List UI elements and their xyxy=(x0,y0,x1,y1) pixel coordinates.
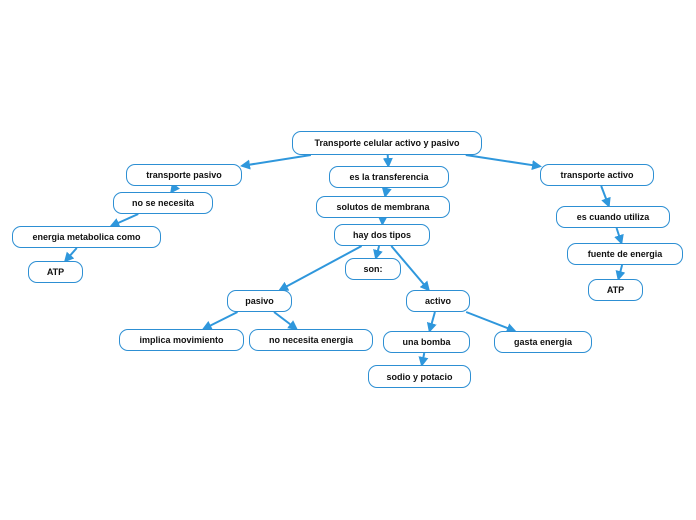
link-root-to-transporte_activo xyxy=(465,154,542,171)
link-hay_dos_tipos-to-activo xyxy=(390,245,430,292)
es-la-transferencia-node[interactable]: es la transferencia xyxy=(329,166,449,188)
link-activo-to-gasta_energia xyxy=(465,311,517,333)
gasta-energia-node[interactable]: gasta energia xyxy=(494,331,592,353)
link-no_se_necesita-to-energia_metabolica_como xyxy=(109,213,139,228)
link-fuente_de_energia-to-atp_right xyxy=(615,264,626,281)
root-topic-node[interactable]: Transporte celular activo y pasivo xyxy=(292,131,482,155)
energia-metabolica-como-node[interactable]: energia metabolica como xyxy=(12,226,161,248)
link-energia_metabolica_como-to-atp_left xyxy=(63,247,78,263)
solutos-de-membrana-node[interactable]: solutos de membrana xyxy=(316,196,450,218)
hay-dos-tipos-node[interactable]: hay dos tipos xyxy=(334,224,430,246)
activo-node[interactable]: activo xyxy=(406,290,470,312)
son-node[interactable]: son: xyxy=(345,258,401,280)
link-es_cuando_utiliza-to-fuente_de_energia xyxy=(614,227,624,245)
link-una_bomba-to-sodio_y_potacio xyxy=(418,352,429,367)
link-transporte_pasivo-to-no_se_necesita xyxy=(170,182,181,194)
link-pasivo-to-no_necesita_energia xyxy=(273,311,299,331)
link-root-to-transporte_pasivo xyxy=(240,154,312,170)
link-pasivo-to-implica_movimiento xyxy=(201,311,238,330)
link-activo-to-una_bomba xyxy=(426,311,437,333)
fuente-de-energia-node[interactable]: fuente de energia xyxy=(567,243,683,265)
link-root-to-es_la_transferencia xyxy=(382,154,393,168)
sodio-y-potacio-node[interactable]: sodio y potacio xyxy=(368,365,471,388)
transporte-pasivo-node[interactable]: transporte pasivo xyxy=(126,164,242,186)
link-es_la_transferencia-to-solutos_de_membrana xyxy=(381,187,392,198)
transporte-activo-node[interactable]: transporte activo xyxy=(540,164,654,186)
atp-left-node[interactable]: ATP xyxy=(28,261,83,283)
no-necesita-energia-node[interactable]: no necesita energia xyxy=(249,329,373,351)
es-cuando-utiliza-node[interactable]: es cuando utiliza xyxy=(556,206,670,228)
implica-movimiento-node[interactable]: implica movimiento xyxy=(119,329,244,351)
link-hay_dos_tipos-to-pasivo xyxy=(278,245,363,291)
link-transporte_activo-to-es_cuando_utiliza xyxy=(600,185,611,208)
atp-right-node[interactable]: ATP xyxy=(588,279,643,301)
link-hay_dos_tipos-to-son xyxy=(373,245,383,260)
no-se-necesita-node[interactable]: no se necesita xyxy=(113,192,213,214)
pasivo-node[interactable]: pasivo xyxy=(227,290,292,312)
una-bomba-node[interactable]: una bomba xyxy=(383,331,470,353)
